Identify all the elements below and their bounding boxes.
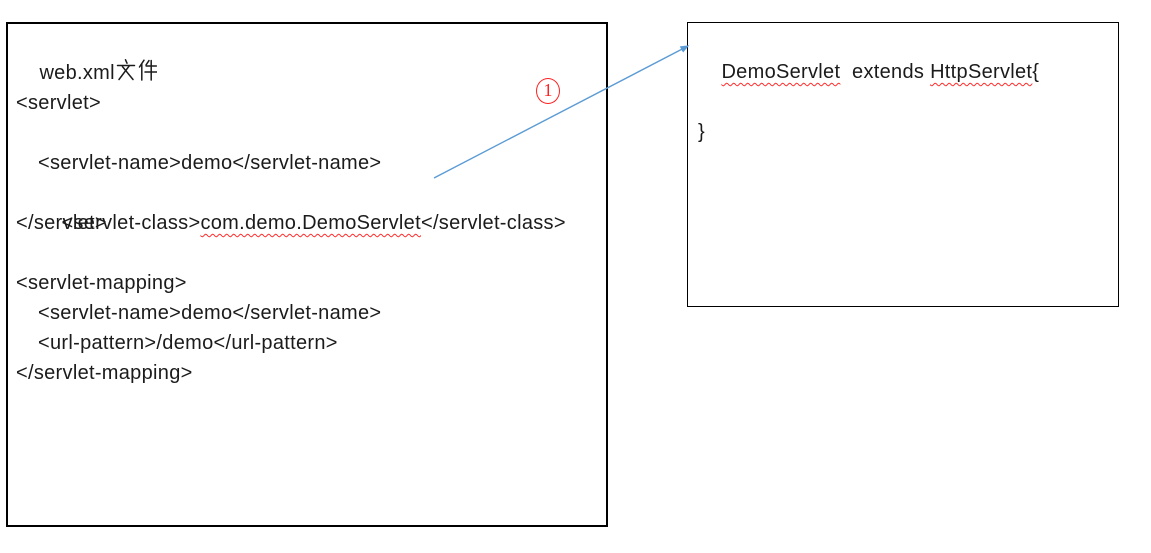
spacer-line	[16, 118, 602, 148]
xml-url-pattern: <url-pattern>/demo</url-pattern>	[38, 332, 338, 354]
xml-mapping-servlet-name: <servlet-name>demo</servlet-name>	[38, 302, 382, 324]
java-extends-keyword: extends	[840, 61, 931, 83]
java-open-brace: {	[1032, 61, 1040, 83]
xml-servlet-class: <servlet-class>com.demo.DemoServlet</ser…	[16, 178, 602, 234]
xml-servlet-name: <servlet-name>demo</servlet-name>	[38, 152, 382, 174]
cjk-char-wen	[116, 59, 136, 81]
webxml-title: web.xml	[16, 28, 602, 84]
cjk-char-jian	[138, 59, 157, 81]
java-class-name: DemoServlet	[721, 61, 841, 83]
xml-mapping-open: <servlet-mapping>	[16, 272, 187, 294]
spacer-line	[16, 238, 602, 268]
xml-servlet-close: </servlet>	[16, 212, 107, 234]
spacer-line	[698, 87, 1114, 117]
java-parent-class: HttpServlet	[930, 61, 1033, 83]
webxml-box: web.xml <servlet> <servlet-name>demo</se…	[6, 22, 608, 527]
xml-servlet-class-suffix: </servlet-class>	[420, 212, 566, 234]
xml-servlet-class-value: com.demo.DemoServlet	[200, 212, 421, 234]
xml-servlet-class-prefix: <servlet-class>	[61, 212, 201, 234]
webxml-title-latin: web.xml	[39, 62, 115, 84]
java-class-declaration: DemoServlet extends HttpServlet{	[698, 27, 1114, 83]
xml-servlet-open: <servlet>	[16, 92, 101, 114]
java-closing-brace: }	[698, 121, 705, 143]
java-class-box: DemoServlet extends HttpServlet{ }	[687, 22, 1119, 307]
xml-mapping-close: </servlet-mapping>	[16, 362, 193, 384]
step-1-badge: 1	[536, 78, 560, 104]
